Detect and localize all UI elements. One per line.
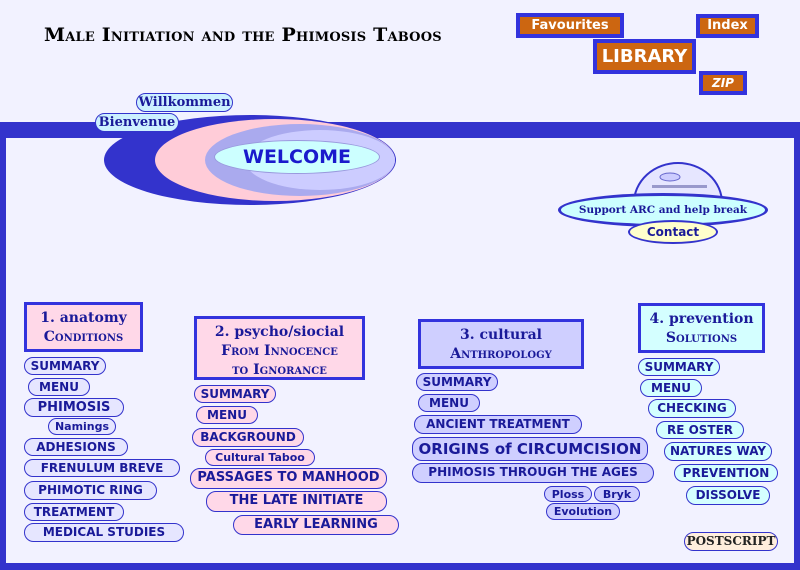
- col3-ploss[interactable]: Ploss: [544, 486, 592, 502]
- col2-summary[interactable]: SUMMARY: [194, 385, 276, 403]
- col4-menu[interactable]: MENU: [640, 379, 702, 397]
- contact-label: Contact: [646, 225, 700, 239]
- contact-link[interactable]: Contact: [628, 220, 718, 244]
- postscript-button[interactable]: POSTSCRIPT: [684, 532, 778, 551]
- col4-summary[interactable]: SUMMARY: [638, 358, 720, 376]
- column-4-heading-line1: 4. prevention: [649, 311, 754, 327]
- col4-checking[interactable]: CHECKING: [648, 399, 736, 418]
- willkommen-link[interactable]: Willkommen: [136, 93, 233, 112]
- page-title: Male Initiation and the Phimosis Taboos: [44, 24, 442, 46]
- column-2-heading[interactable]: 2. psycho/siocial From Innocence to Igno…: [194, 316, 365, 380]
- column-2-heading-line1: 2. psycho/siocial: [214, 324, 345, 340]
- column-2-heading-line3: to Ignorance: [232, 362, 327, 378]
- col1-adhesions[interactable]: ADHESIONS: [24, 438, 128, 456]
- col1-phimotic-ring[interactable]: PHIMOTIC RING: [24, 481, 157, 500]
- welcome-link[interactable]: WELCOME: [214, 140, 380, 174]
- col3-phimosis-through-the-ages[interactable]: PHIMOSIS THROUGH THE AGES: [412, 463, 654, 483]
- col2-the-late-initiate[interactable]: THE LATE INITIATE: [206, 491, 387, 512]
- col2-background[interactable]: BACKGROUND: [192, 428, 304, 447]
- col1-namings[interactable]: Namings: [48, 418, 116, 435]
- column-2-heading-line2: From Innocence: [221, 343, 338, 359]
- col3-summary[interactable]: SUMMARY: [416, 373, 498, 391]
- bienvenue-link[interactable]: Bienvenue: [95, 113, 179, 132]
- col1-treatment[interactable]: TREATMENT: [24, 503, 124, 521]
- column-1-heading-line1: 1. anatomy: [40, 310, 127, 326]
- col3-origins-of-circumcision[interactable]: ORIGINS of CIRCUMCISION: [412, 437, 648, 461]
- column-3-heading-line1: 3. cultural: [460, 327, 542, 343]
- column-1-heading[interactable]: 1. anatomy Conditions: [24, 302, 143, 352]
- column-4-heading-line2: Solutions: [665, 330, 738, 346]
- col4-prevention[interactable]: PREVENTION: [674, 464, 778, 482]
- index-button[interactable]: Index: [696, 14, 759, 38]
- column-1-heading-line2: Conditions: [43, 329, 124, 345]
- col4-dissolve[interactable]: DISSOLVE: [686, 486, 770, 505]
- col4-re-oster[interactable]: RE OSTER: [656, 421, 744, 439]
- welcome-label: WELCOME: [242, 146, 352, 168]
- col3-ancient-treatment[interactable]: ANCIENT TREATMENT: [414, 415, 582, 434]
- col3-evolution[interactable]: Evolution: [546, 503, 620, 520]
- col2-passages-to-manhood[interactable]: PASSAGES TO MANHOOD: [190, 468, 387, 489]
- col2-cultural-taboo[interactable]: Cultural Taboo: [205, 449, 315, 466]
- col1-medical-studies[interactable]: MEDICAL STUDIES: [24, 523, 184, 542]
- col1-frenulum-breve[interactable]: FRENULUM BREVE: [24, 459, 180, 477]
- col1-menu[interactable]: MENU: [28, 378, 90, 396]
- column-3-heading-line2: Anthropology: [450, 346, 552, 362]
- column-3-heading[interactable]: 3. cultural Anthropology: [418, 319, 584, 369]
- frame-right: [794, 122, 800, 570]
- col4-natures-way[interactable]: NATURES WAY: [664, 442, 772, 461]
- col2-early-learning[interactable]: EARLY LEARNING: [233, 515, 399, 535]
- column-4-heading[interactable]: 4. prevention Solutions: [638, 303, 765, 353]
- favourites-button[interactable]: Favourites: [516, 13, 624, 38]
- col2-menu[interactable]: MENU: [196, 406, 258, 424]
- zip-button[interactable]: ZIP: [699, 71, 747, 95]
- col1-phimosis[interactable]: PHIMOSIS: [24, 398, 124, 417]
- frame-bottom: [0, 563, 800, 570]
- library-button[interactable]: LIBRARY: [593, 39, 696, 74]
- frame-left: [0, 122, 6, 570]
- col3-menu[interactable]: MENU: [418, 394, 480, 412]
- col1-summary[interactable]: SUMMARY: [24, 357, 106, 375]
- col3-bryk[interactable]: Bryk: [594, 486, 640, 502]
